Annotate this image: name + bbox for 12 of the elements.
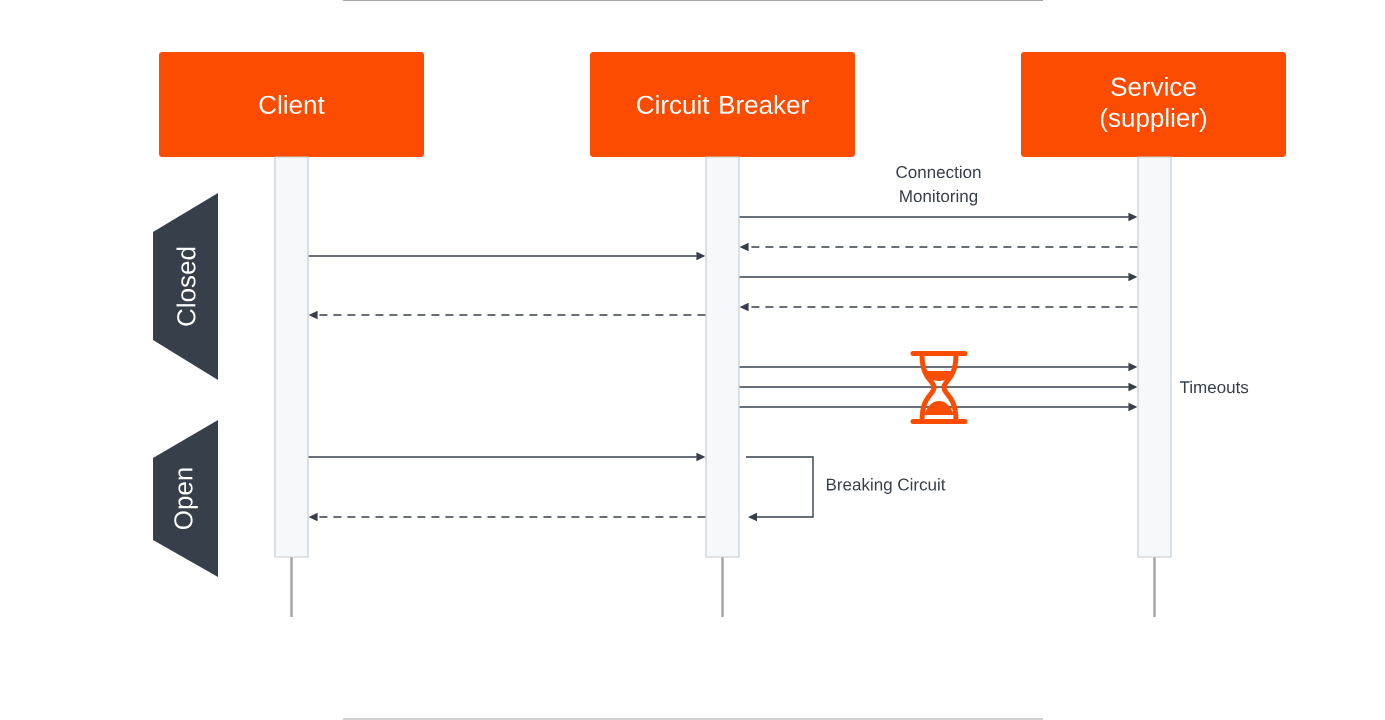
self-arrow <box>745 456 814 522</box>
activation-bar <box>274 156 309 558</box>
edge-label: Breaking Circuit <box>826 478 946 494</box>
activation-bar <box>1137 156 1172 558</box>
note-text: Timeouts <box>1179 380 1249 394</box>
participant-box: Circuit Breaker <box>590 52 855 157</box>
activation-bar <box>705 156 740 558</box>
state-band: Closed <box>153 193 218 380</box>
participant-box: Service (supplier) <box>1021 52 1286 157</box>
participant-box: Client <box>159 52 424 157</box>
state-band: Open <box>153 420 218 577</box>
edge-label: Connection Monitoring <box>896 165 981 206</box>
